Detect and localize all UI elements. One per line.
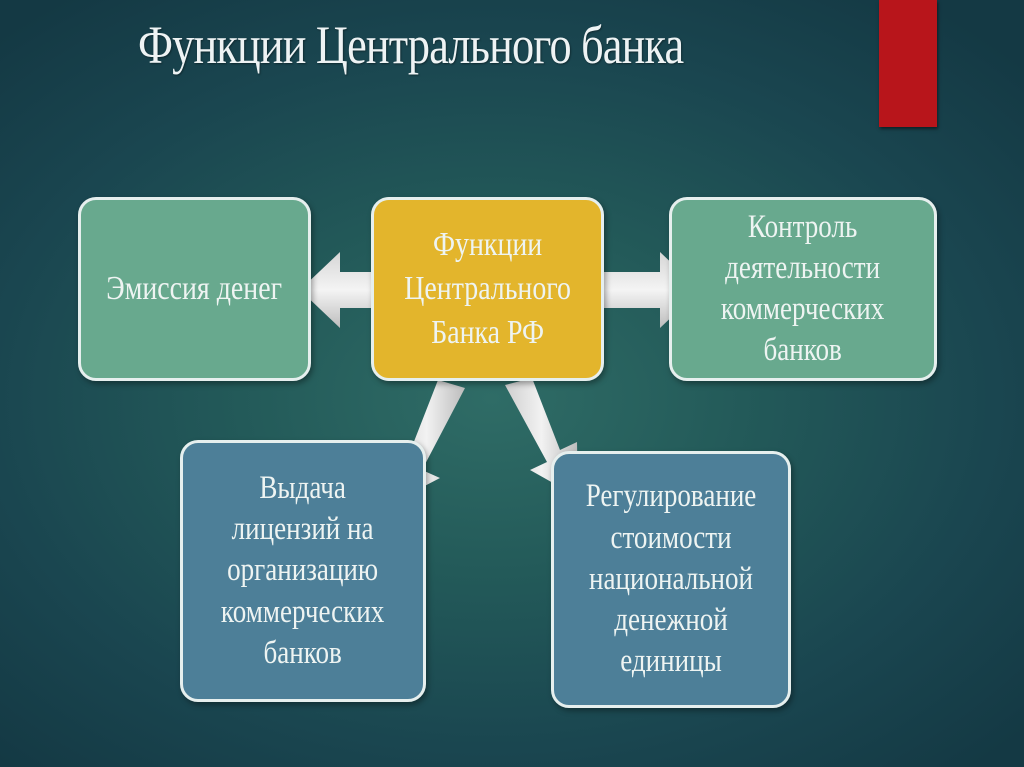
accent-bar: [879, 0, 937, 127]
node-money-emission: Эмиссия денег: [78, 197, 311, 381]
node-currency-regulation: Регулирование стоимости национальной ден…: [551, 451, 791, 708]
node-central-bank-functions: Функции Центрального Банка РФ: [371, 197, 604, 381]
node-license-issuance: Выдача лицензий на организацию коммерчес…: [180, 440, 426, 702]
arrow-left-icon: [300, 252, 375, 328]
node-commercial-bank-control: Контроль деятельности коммерческих банко…: [669, 197, 937, 381]
slide-title: Функции Центрального банка: [138, 15, 684, 75]
